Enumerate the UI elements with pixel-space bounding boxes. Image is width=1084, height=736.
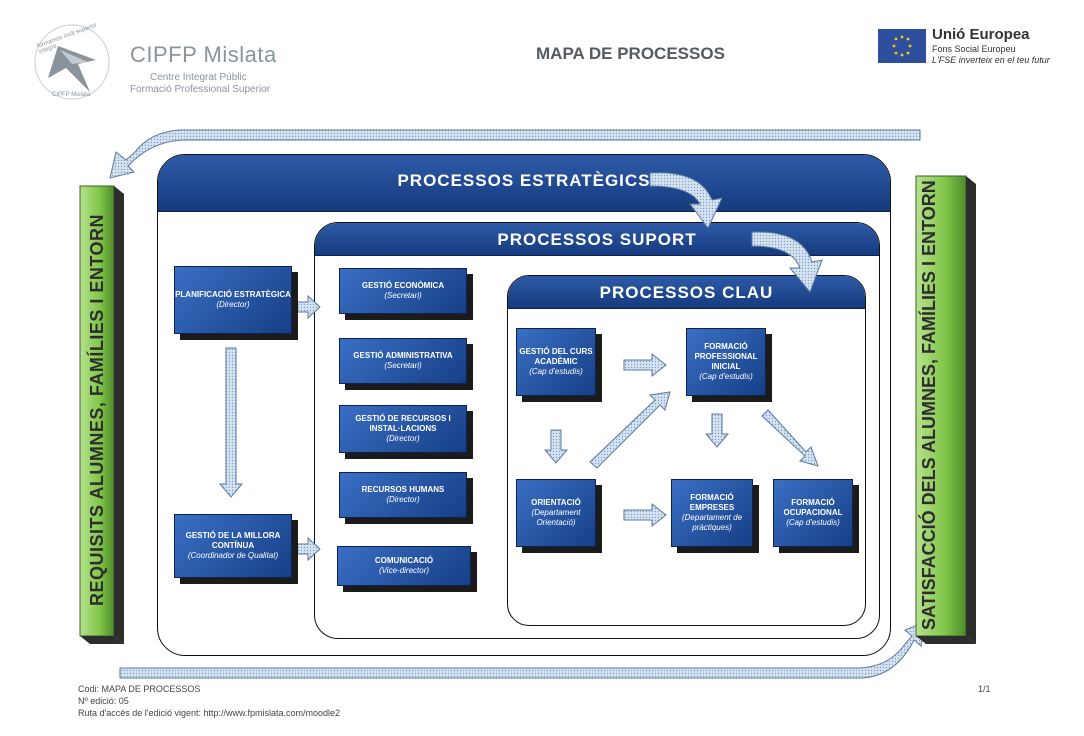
- box-occupational-owner: (Cap d'estudis): [786, 518, 840, 527]
- box-companies-title: FORMACIÓ EMPRESES: [689, 493, 735, 512]
- page-title: MAPA DE PROCESSOS: [536, 44, 725, 63]
- orient-to-fpi-arrow: [589, 391, 671, 469]
- box-hr: RECURSOS HUMANS(Director): [339, 472, 467, 518]
- logo-subtitle-2: Formació Professional Superior: [130, 84, 271, 95]
- box-improvement-owner: (Coordinador de Qualitat): [187, 551, 279, 560]
- box-hr-owner: (Director): [386, 495, 420, 504]
- top-feedback-arrow: [109, 129, 921, 179]
- box-admin-owner: (Secretari): [384, 361, 422, 370]
- box-comm: COMUNICACIÓ(Vice-director): [337, 546, 471, 586]
- box-comm-title: COMUNICACIÓ: [374, 556, 434, 565]
- box-fpi: FORMACIÓ PROFESSIONAL INICIAL(Cap d'estu…: [686, 328, 766, 396]
- logo-mark: [34, 24, 110, 100]
- support-to-key-arrow: [751, 231, 823, 293]
- box-hr-title: RECURSOS HUMANS: [361, 485, 445, 494]
- box-orient: ORIENTACIÓ(Departament Orientació): [516, 479, 596, 547]
- logo-subtitle-1: Centre Integrat Públic: [150, 72, 247, 83]
- box-companies: FORMACIÓ EMPRESES(Departament de pràctiq…: [671, 479, 753, 547]
- fpi-to-occupational-arrow: [761, 409, 819, 467]
- orient-to-companies-arrow: [623, 502, 667, 528]
- box-orient-owner: (Departament Orientació): [531, 508, 581, 527]
- box-planning-owner: (Director): [216, 300, 250, 309]
- box-admin-title: GESTIÓ ADMINISTRATIVA: [353, 351, 453, 360]
- box-admin: GESTIÓ ADMINISTRATIVA(Secretari): [339, 338, 467, 384]
- box-economic-owner: (Secretari): [384, 291, 422, 300]
- box-course-owner: (Cap d'estudis): [529, 367, 583, 376]
- planning-arrow: [291, 294, 321, 320]
- box-fpi-title: FORMACIÓ PROFESSIONAL INICIAL: [694, 342, 758, 371]
- improvement-arrow: [291, 536, 321, 562]
- box-resources: GESTIÓ DE RECURSOS I INSTAL·LACIONS(Dire…: [339, 405, 467, 453]
- box-course-title: GESTIÓ DEL CURS ACADÈMIC: [519, 347, 593, 366]
- box-course: GESTIÓ DEL CURS ACADÈMIC(Cap d'estudis): [516, 328, 596, 396]
- strategic-panel-title: PROCESSOS ESTRATÈGICS: [397, 171, 651, 190]
- fpi-to-companies-arrow: [704, 413, 730, 448]
- box-resources-title: GESTIÓ DE RECURSOS I INSTAL·LACIONS: [355, 414, 451, 433]
- footer-page: 1/1: [978, 684, 991, 694]
- box-fpi-owner: (Cap d'estudis): [699, 372, 753, 381]
- course-to-fpi-arrow: [623, 352, 667, 378]
- support-panel-title: PROCESSOS SUPORT: [497, 230, 697, 249]
- box-planning-title: PLANIFICACIÓ ESTRATÈGICA: [175, 290, 291, 299]
- box-occupational: FORMACIÓ OCUPACIONAL(Cap d'estudis): [773, 479, 853, 547]
- right-side-bar: [915, 175, 967, 637]
- box-economic-title: GESTIÓ ECONÒMICA: [361, 281, 445, 290]
- logo-small-text: CIPFP Mislata: [52, 92, 91, 98]
- box-companies-owner: (Departament de pràctiques): [681, 513, 743, 532]
- eu-flag-icon: [878, 29, 926, 63]
- strategic-panel-header: [158, 155, 890, 212]
- key-panel-title: PROCESSOS CLAU: [599, 283, 774, 302]
- eu-slogan: L'FSE inverteix en el teu futur: [932, 55, 1050, 65]
- box-resources-owner: (Director): [386, 434, 420, 443]
- eu-title: Unió Europea: [932, 26, 1030, 43]
- eu-subtitle: Fons Social Europeu: [932, 44, 1016, 54]
- footer-edition: Nº edició: 05: [78, 696, 129, 706]
- box-planning: PLANIFICACIÓ ESTRATÈGICA(Director): [174, 266, 292, 334]
- strategic-to-support-arrow: [649, 172, 723, 229]
- planning-to-improvement-arrow: [218, 347, 244, 498]
- footer-code: Codi: MAPA DE PROCESSOS: [78, 684, 201, 694]
- box-orient-title: ORIENTACIÓ: [531, 498, 581, 507]
- box-improvement: GESTIÓ DE LA MILLORA CONTÍNUA(Coordinado…: [174, 514, 292, 578]
- footer-path: Ruta d'accés de l'edició vigent: http://…: [78, 708, 341, 718]
- course-to-orient-arrow: [543, 429, 569, 464]
- box-comm-owner: (Vice-director): [378, 566, 430, 575]
- logo-name: CIPFP Mislata: [130, 42, 277, 67]
- box-improvement-title: GESTIÓ DE LA MILLORA CONTÍNUA: [185, 531, 281, 550]
- left-side-bar: [79, 185, 115, 637]
- box-economic: GESTIÓ ECONÒMICA(Secretari): [339, 268, 467, 314]
- box-occupational-title: FORMACIÓ OCUPACIONAL: [783, 498, 843, 517]
